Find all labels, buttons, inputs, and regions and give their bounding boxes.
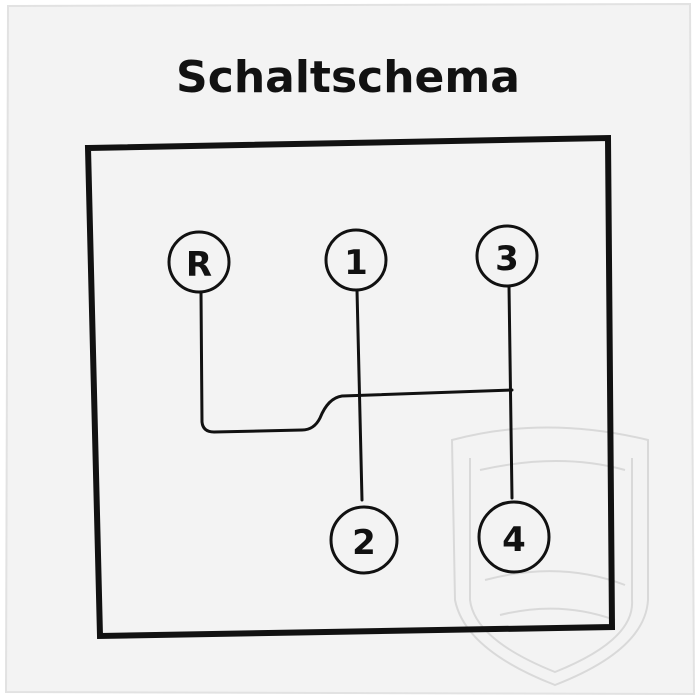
- watermark-shield: [450, 426, 649, 687]
- gate-path-reverse: [199, 290, 514, 434]
- gear-circle: [324, 228, 388, 292]
- gear-3: 3: [475, 224, 539, 288]
- diagram-frame: [84, 134, 616, 640]
- gate-path-1-2: [355, 288, 364, 502]
- gate-path-3-4: [507, 284, 514, 500]
- gear-label: 1: [344, 243, 368, 283]
- gear-4: 4: [477, 500, 551, 574]
- gear-2: 2: [329, 505, 399, 575]
- gear-label: 2: [352, 523, 376, 563]
- gear-circle: [475, 224, 539, 288]
- gear-1: 1: [324, 228, 388, 292]
- diagram-title: Schaltschema: [176, 52, 520, 103]
- sticker-background: [4, 2, 696, 696]
- gear-label: 3: [495, 239, 519, 279]
- gear-label: 4: [502, 520, 526, 560]
- gear-circle: [477, 500, 551, 574]
- shift-gate-lines: [199, 284, 514, 502]
- gear-R: R: [167, 230, 231, 294]
- gear-circle: [329, 505, 399, 575]
- gear-label: R: [186, 245, 212, 285]
- gear-circle: [167, 230, 231, 294]
